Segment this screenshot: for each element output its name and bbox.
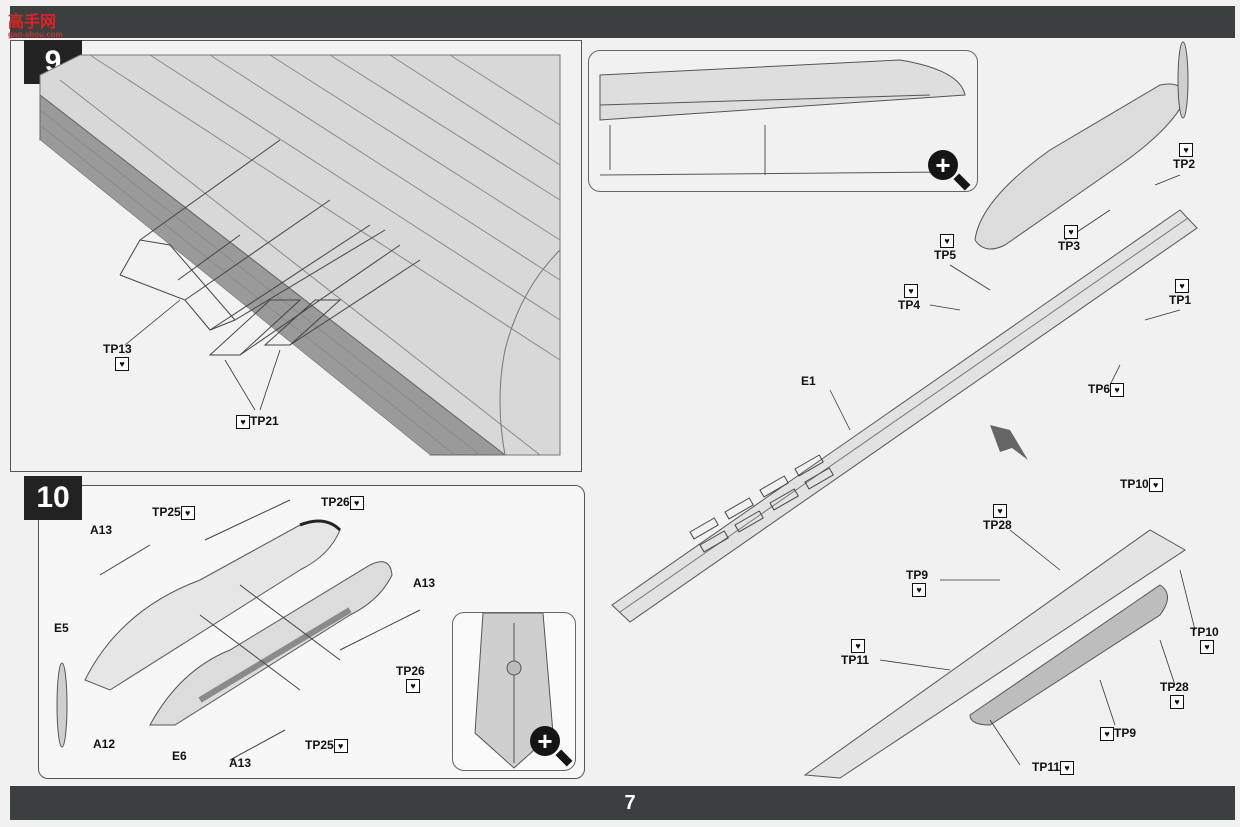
- photo-etch-icon: ♥: [115, 356, 129, 371]
- label-a13-right: A13: [413, 576, 436, 590]
- label-e5: E5: [54, 621, 69, 635]
- label-tp10-right: TP10 ♥: [1190, 625, 1219, 654]
- label-tp2: ♥ TP2: [1173, 142, 1196, 171]
- bottom-bar: [10, 786, 1235, 820]
- step-9-leader-lines: [124, 299, 281, 411]
- photo-etch-icon: ♥: [1060, 760, 1075, 775]
- label-tp3: ♥ TP3: [1058, 224, 1081, 253]
- logo-url: gao-shou.com: [8, 30, 63, 39]
- logo-text: 高手网: [8, 14, 57, 31]
- photo-etch-icon: ♥: [904, 283, 918, 298]
- photo-etch-icon: ♥: [333, 738, 348, 753]
- label-a13-bottom: A13: [229, 756, 252, 770]
- label-tp5: ♥ TP5: [934, 233, 957, 262]
- photo-etch-icon: ♥: [993, 503, 1007, 518]
- step-9-hull-surface: [39, 54, 561, 456]
- label-tp11-left: ♥ TP11: [841, 638, 870, 667]
- label-a12: A12: [93, 737, 116, 751]
- label-tp9-top: TP9 ♥: [906, 568, 929, 597]
- label-tp28-top: ♥ TP28: [983, 503, 1012, 532]
- photo-etch-icon: ♥: [1170, 694, 1184, 709]
- step-9-etch-parts: [119, 139, 421, 356]
- photo-etch-icon: ♥: [180, 505, 195, 520]
- photo-etch-icon: ♥: [1175, 278, 1189, 293]
- zoom-in-icon: +: [928, 150, 958, 180]
- label-tp26-top: TP26♥: [321, 495, 364, 510]
- photo-etch-icon: ♥: [940, 233, 954, 248]
- label-tp21: ♥TP21: [236, 414, 279, 429]
- label-tp9-bottom: ♥TP9: [1100, 726, 1136, 741]
- photo-etch-icon: ♥: [349, 495, 364, 510]
- step-10-number: 10: [24, 476, 82, 520]
- step-10-hull-upper: [84, 519, 342, 691]
- photo-etch-icon: ♥: [1200, 639, 1214, 654]
- label-tp1: ♥ TP1: [1169, 278, 1192, 307]
- site-logo: 高手网 gao-shou.com: [8, 8, 63, 39]
- photo-etch-icon: ♥: [236, 414, 250, 429]
- label-e1: E1: [801, 374, 816, 388]
- photo-etch-icon: ♥: [1110, 382, 1125, 397]
- label-tp10-top: TP10♥: [1120, 477, 1163, 492]
- label-tp6: TP6♥: [1088, 382, 1125, 397]
- photo-etch-icon: ♥: [912, 582, 926, 597]
- step-11-leader-lines: [829, 174, 1196, 766]
- step-11-inset-drawing: [599, 59, 966, 176]
- step-11-deck-e1: [611, 209, 1198, 623]
- label-tp25-top: TP25♥: [152, 505, 195, 520]
- label-tp25-bottom: TP25♥: [305, 738, 348, 753]
- step-10-hull-lower: [149, 561, 393, 726]
- photo-etch-icon: ♥: [851, 638, 865, 653]
- label-a13-left: A13: [90, 523, 113, 537]
- step-11-arrow: [990, 425, 1028, 460]
- page-number: 7: [624, 792, 636, 814]
- step-11-airship: [974, 41, 1189, 250]
- step-11-deck-assembled: [803, 529, 1186, 779]
- photo-etch-icon: ♥: [1064, 224, 1078, 239]
- photo-etch-icon: ♥: [1179, 142, 1193, 157]
- label-tp13: TP13 ♥: [103, 342, 132, 371]
- photo-etch-icon: ♥: [406, 678, 420, 693]
- label-tp4: ♥ TP4: [898, 283, 921, 312]
- label-tp28-right: TP28 ♥: [1160, 680, 1189, 709]
- label-tp11-bottom: TP11♥: [1032, 760, 1075, 775]
- step-10-etch-parts: [99, 499, 421, 761]
- zoom-in-icon-step10: +: [530, 726, 560, 756]
- top-bar: [10, 6, 1235, 38]
- label-tp26-right: TP26 ♥: [396, 664, 425, 693]
- photo-etch-icon: ♥: [1100, 726, 1114, 741]
- step-10-propeller: [56, 662, 68, 748]
- step-11-zoom-inset: [588, 50, 978, 192]
- photo-etch-icon: ♥: [1148, 477, 1163, 492]
- label-e6: E6: [172, 749, 187, 763]
